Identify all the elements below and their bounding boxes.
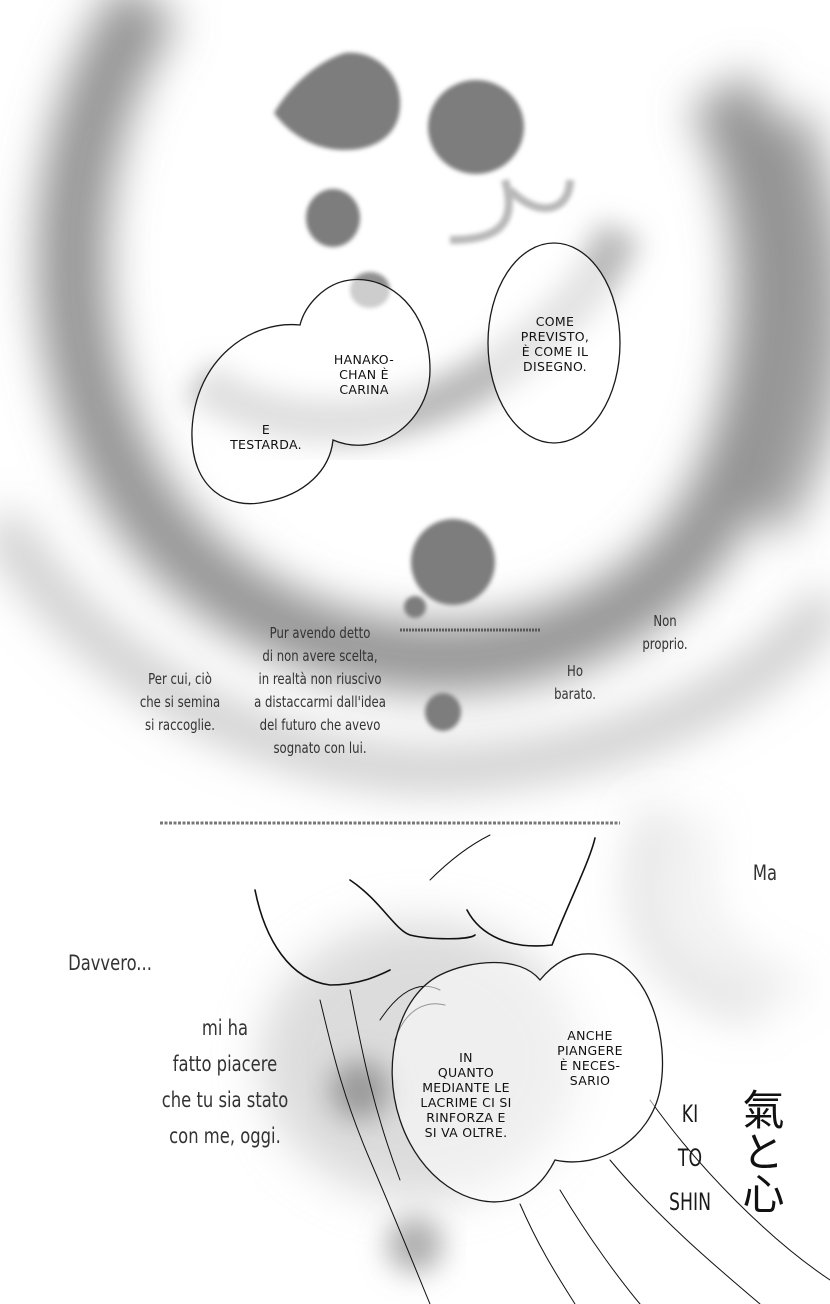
speech-bubble-in-quanto: IN QUANTO MEDIANTE LE LACRIME CI SI RINF…	[420, 1050, 512, 1140]
dot-low-center	[425, 693, 461, 731]
screentone-ring	[0, 0, 830, 791]
narration-pur-avendo: Pur avendo detto di non avere scelta, in…	[254, 624, 386, 757]
dot-small-center	[404, 596, 426, 618]
bottom-tone-dots	[330, 1060, 443, 1273]
bubble-outline-hanako	[191, 278, 431, 505]
narration-ho-barato: Ho barato.	[554, 662, 596, 703]
narration-per-cui: Per cui, ciò che si semina si raccoglie.	[139, 670, 221, 734]
speech-bubble-hanako: HANAKO- CHAN È CARINA	[333, 352, 395, 397]
whisker-curve	[449, 178, 574, 244]
narration-davvero: Davvero...	[68, 951, 152, 975]
speech-bubble-testarda: E TESTARDA.	[230, 422, 302, 452]
dot-big-center	[411, 519, 495, 605]
title-logo-roman: KI TO SHIN	[669, 1100, 711, 1216]
narration-mi-ha-fatto-piacere: mi ha fatto piacere che tu sia stato con…	[161, 1016, 289, 1148]
bubble-outline-come-previsto	[487, 242, 621, 444]
narration-ma: Ma	[752, 861, 778, 885]
bubble-outline-bottom	[391, 953, 664, 1203]
round-dot-right	[428, 80, 524, 174]
speech-bubble-come-previsto: COME PREVISTO, È COME IL DISEGNO.	[520, 314, 590, 374]
title-logo-kanji: 氣と心	[736, 1088, 785, 1214]
speech-bubble-anche-piangere: ANCHE PIANGERE È NECES- SARIO	[557, 1028, 623, 1088]
dot-middle-left	[306, 189, 360, 247]
tear-drop-dot	[274, 52, 401, 150]
narration-non-proprio: Non proprio.	[642, 612, 688, 653]
